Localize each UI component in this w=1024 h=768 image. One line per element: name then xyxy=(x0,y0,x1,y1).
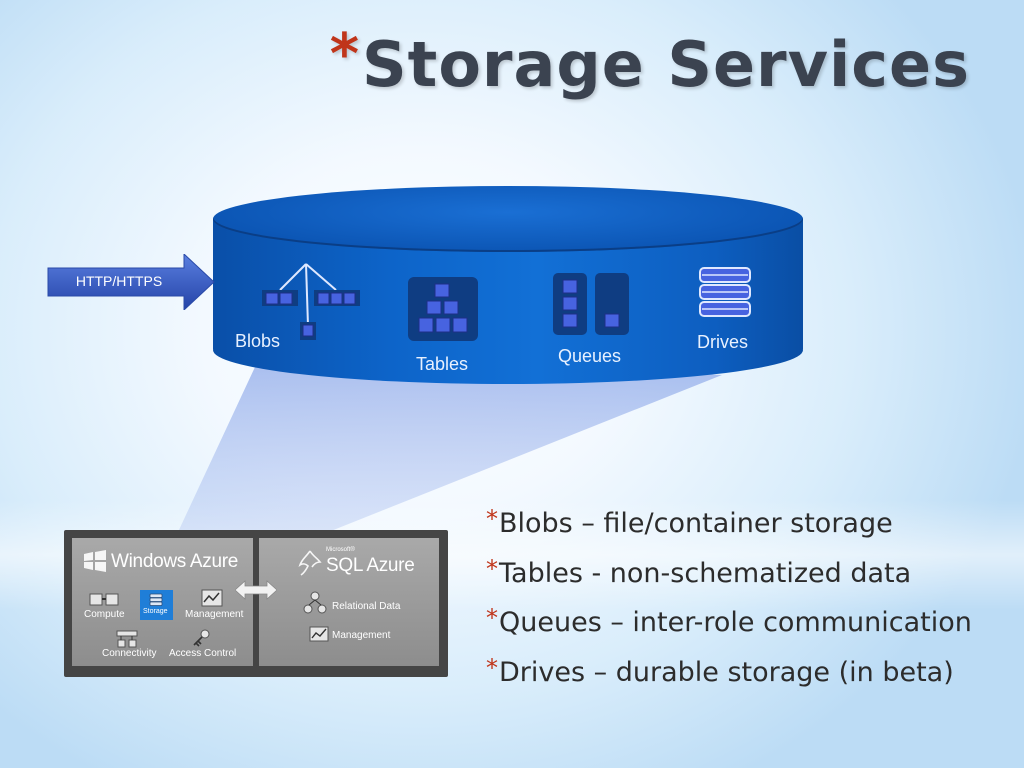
bullet-text: Tables - non-schematized data xyxy=(499,557,912,589)
title-text: Storage Services xyxy=(362,28,970,101)
storage-cylinder-top xyxy=(213,186,803,252)
service-label-queues: Queues xyxy=(558,346,622,366)
bullet-text: Queues – inter-role communication xyxy=(499,607,972,638)
sql-azure-brand: SQL Azure xyxy=(326,555,415,576)
compute-icon xyxy=(89,593,119,606)
management-label: Management xyxy=(185,609,244,620)
storage-icon xyxy=(149,593,163,606)
access-control-label: Access Control xyxy=(169,648,237,659)
management-icon xyxy=(201,589,223,607)
bullet-marker: * xyxy=(486,604,498,632)
service-label-blobs: Blobs xyxy=(235,331,281,351)
bullet-list: *Blobs – file/container storage *Tables … xyxy=(486,505,972,707)
http-label: HTTP/HTTPS xyxy=(75,273,163,289)
compute-label: Compute xyxy=(84,609,125,620)
relational-data-icon xyxy=(303,591,327,614)
sql-azure-logo-icon xyxy=(298,550,322,576)
service-label-drives: Drives xyxy=(697,332,749,352)
bullet-marker: * xyxy=(486,653,498,682)
access-control-icon xyxy=(193,629,210,647)
sql-management-label: Management xyxy=(332,630,391,641)
connectivity-label: Connectivity xyxy=(102,648,157,659)
connectivity-icon xyxy=(116,630,138,648)
sql-azure-panel xyxy=(259,538,439,666)
bullet-text: Drives – durable storage (in beta) xyxy=(499,656,954,688)
windows-logo-icon xyxy=(84,550,106,572)
bullet-item: *Blobs – file/container storage xyxy=(486,505,972,558)
slide-title: *Storage Services xyxy=(330,22,970,101)
bullet-item: *Queues – inter-role communication xyxy=(486,604,972,657)
relational-data-label: Relational Data xyxy=(332,601,401,612)
service-label-tables: Tables xyxy=(416,354,469,374)
bullet-marker: * xyxy=(486,554,498,583)
http-arrow-icon xyxy=(47,254,215,310)
drive-stack-icon xyxy=(699,267,751,317)
bullet-marker: * xyxy=(486,505,498,533)
bullet-item: *Tables - non-schematized data xyxy=(486,554,972,608)
sql-management-icon xyxy=(309,626,329,642)
table-grid-icon xyxy=(408,277,478,341)
windows-azure-brand: Windows Azure xyxy=(111,551,239,572)
title-marker: * xyxy=(329,22,361,87)
sql-azure-brand-small: Microsoft® xyxy=(326,547,355,553)
bullet-item: *Drives – durable storage (in beta) xyxy=(486,653,972,707)
bullet-text: Blobs – file/container storage xyxy=(499,508,893,539)
storage-label: Storage xyxy=(143,608,168,615)
blob-tree-icon xyxy=(262,263,360,340)
queue-icon xyxy=(553,273,629,335)
double-arrow-icon xyxy=(235,580,277,600)
